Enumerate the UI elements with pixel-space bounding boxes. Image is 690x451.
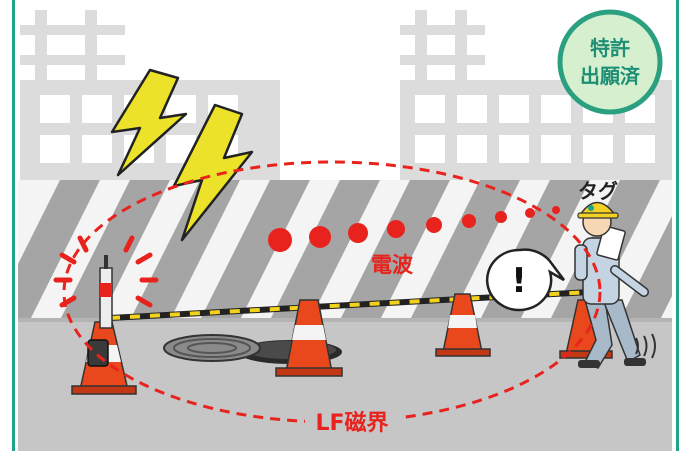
traffic-cone-icon (275, 299, 343, 377)
worker-icon (574, 201, 649, 369)
badge-line2: 出願済 (580, 64, 641, 88)
exclamation-speech-bubble-icon: ! (485, 248, 565, 312)
badge-line1: 特許 (590, 36, 630, 60)
frame-right (672, 0, 690, 451)
tag-label: タグ (578, 179, 618, 203)
traffic-cone-icon (435, 293, 491, 357)
striped-barrier (18, 180, 672, 320)
lf-field-boundary (62, 160, 602, 424)
lightning-bolt-icon (110, 68, 254, 242)
motion-lines (635, 333, 656, 359)
frame-left (0, 0, 18, 451)
radio-wave-label: 電波 (371, 253, 414, 277)
patent-pending-badge: 特許 出願済 (557, 9, 663, 115)
alert-mark: ! (511, 261, 527, 301)
building-right (400, 10, 672, 180)
radio-wave-dots (268, 206, 560, 252)
lf-field-label: LF磁界 (315, 410, 388, 436)
beacon-icon (53, 235, 159, 395)
